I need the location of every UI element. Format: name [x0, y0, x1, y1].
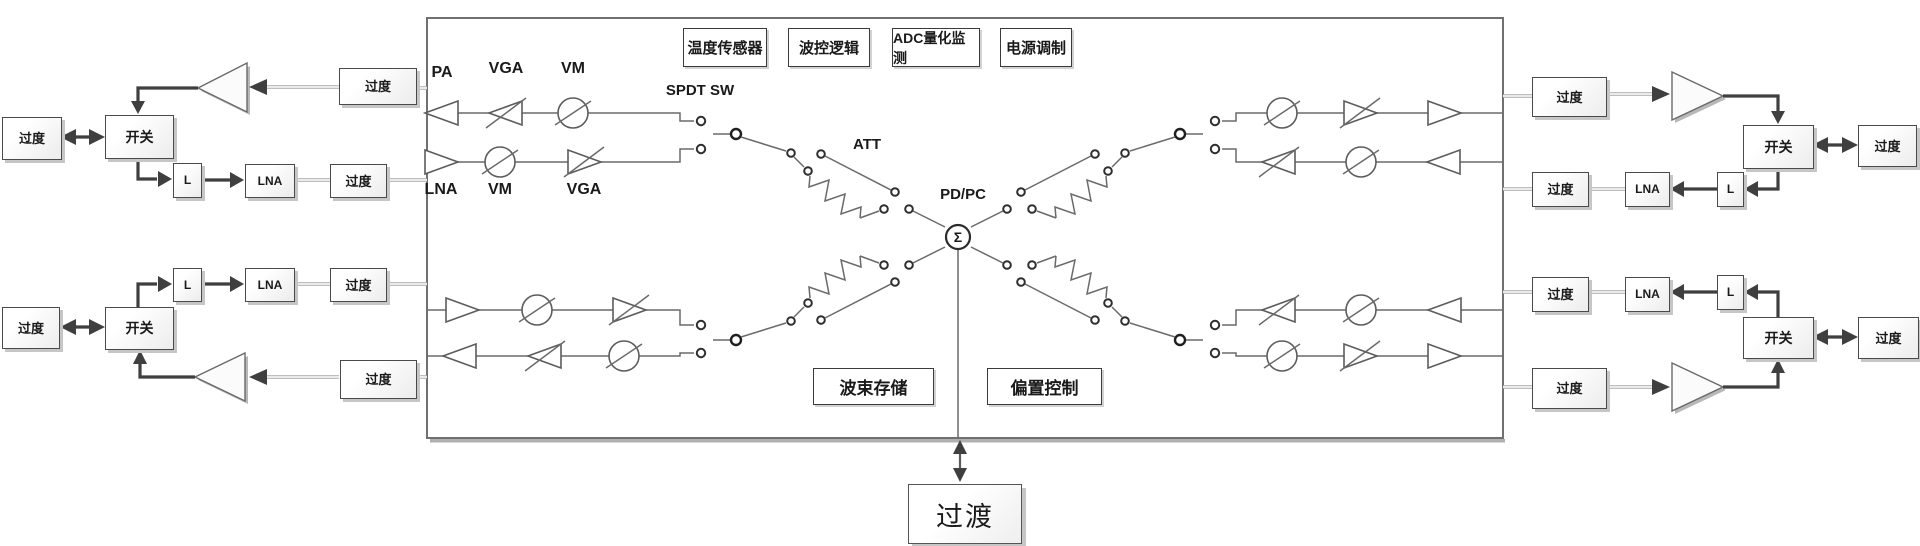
- spdt-sw-label: SPDT SW: [665, 82, 735, 99]
- att-label: ATT: [852, 136, 882, 153]
- lna-box: LNA: [1625, 172, 1670, 207]
- external-amplifiers: [193, 61, 1726, 414]
- transition-box: 过度: [2, 117, 62, 160]
- l-match-box: L: [1717, 172, 1744, 207]
- module-temperature-sensor: 温度传感器: [683, 28, 767, 67]
- l-match-box: L: [173, 163, 202, 198]
- vga-label: VGA: [488, 60, 524, 77]
- module-beam-storage: 波束存储: [813, 368, 934, 405]
- l-match-box: L: [173, 268, 202, 302]
- l-match-box: L: [1717, 275, 1744, 310]
- transition-box: 过度: [339, 68, 417, 105]
- transition-box: 过度: [2, 307, 60, 349]
- lna-box: LNA: [1625, 277, 1670, 312]
- switch-box: 开关: [1743, 125, 1814, 169]
- switch-box: 开关: [1743, 317, 1814, 359]
- transition-box: 过度: [1532, 277, 1589, 312]
- sigma-combiner-circle: [944, 223, 972, 251]
- module-power-modulation: 电源调制: [1000, 28, 1072, 67]
- transition-box: 过度: [1532, 172, 1589, 207]
- vm-label: VM: [561, 60, 585, 77]
- spdt-contacts: [695, 115, 1221, 359]
- transition-box: 过度: [1532, 368, 1607, 409]
- transition-box: 过度: [340, 360, 417, 399]
- left-top-amp-icon: [196, 61, 248, 114]
- right-bottom-amp-icon: [1671, 361, 1725, 413]
- transition-box: 过度: [330, 268, 387, 302]
- lna-box: LNA: [245, 164, 295, 198]
- lna-box: LNA: [245, 268, 295, 302]
- left-bottom-amp-icon: [193, 351, 246, 403]
- vga-label: VGA: [566, 181, 602, 198]
- sigma-label: Σ: [953, 229, 963, 245]
- right-top-amp-icon: [1671, 70, 1725, 122]
- transition-box: 过度: [1858, 125, 1917, 167]
- transition-box: 过度: [1532, 77, 1607, 117]
- pd-pc-label: PD/PC: [940, 186, 986, 203]
- module-adc-monitor: ADC量化监测: [892, 28, 980, 67]
- module-bias-control: 偏置控制: [987, 368, 1102, 405]
- chip-shadow: [430, 439, 1505, 443]
- vm-label: VM: [488, 181, 512, 198]
- transition-box: 过度: [1858, 317, 1919, 359]
- transition-box: 过度: [330, 164, 387, 198]
- pa-label: PA: [431, 64, 453, 81]
- switch-box: 开关: [105, 115, 174, 159]
- transition-pad-box: 过渡: [908, 484, 1022, 544]
- module-beam-control-logic: 波控逻辑: [788, 28, 870, 67]
- lna-label: LNA: [424, 181, 458, 198]
- switch-box: 开关: [105, 307, 174, 350]
- signal-paths: [60, 79, 1858, 482]
